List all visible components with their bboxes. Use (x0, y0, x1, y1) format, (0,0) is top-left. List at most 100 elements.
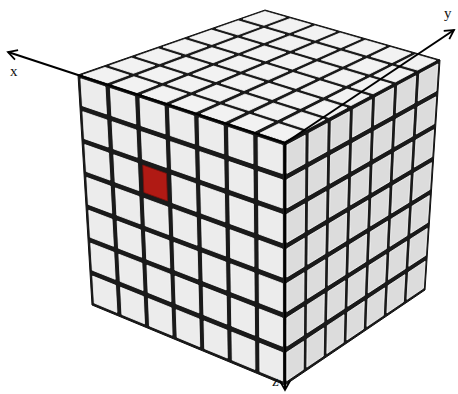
cubelet (329, 213, 347, 251)
cubelet (115, 188, 140, 224)
cubelet (258, 137, 282, 173)
cubelet (392, 175, 411, 213)
cubelet (418, 64, 438, 101)
cubelet (172, 96, 216, 112)
cubelet (229, 162, 253, 198)
cubelet (201, 105, 244, 122)
cubelet (329, 179, 347, 217)
cubelet (117, 221, 141, 257)
cubelet (374, 88, 393, 125)
cubelet (349, 234, 367, 272)
cubelet (351, 167, 369, 205)
cubelet (308, 226, 326, 264)
cubelet (388, 242, 406, 280)
cubelet (204, 321, 227, 358)
cubelet (327, 281, 344, 320)
cubelet (307, 260, 324, 299)
cubelet (140, 98, 165, 134)
cubelet (232, 332, 255, 369)
cubelet (396, 76, 415, 113)
cubelet (330, 145, 348, 183)
cubelet (260, 124, 302, 141)
cubelet (287, 204, 305, 242)
cubelet (141, 132, 166, 168)
cubelet (407, 261, 425, 299)
cubelet (230, 230, 254, 267)
axis-label: y (444, 6, 452, 21)
cubelet (308, 192, 326, 230)
cubelet (414, 130, 433, 167)
cubelet (175, 276, 199, 313)
cubelet (83, 67, 129, 83)
axis-arrowhead (444, 30, 454, 39)
cubelet (113, 77, 158, 93)
cubelet (172, 175, 196, 211)
y-axis (285, 30, 454, 143)
cubelet (259, 240, 283, 277)
z-axis (284, 143, 286, 390)
cubelet (87, 177, 112, 213)
cubelet (371, 188, 389, 226)
cubelet (176, 310, 200, 347)
highlighted-cubelet (143, 165, 168, 201)
x-axis (8, 52, 285, 143)
cubelet (387, 275, 405, 313)
cubelet (409, 228, 427, 266)
cubelet (309, 123, 327, 161)
cubelet (202, 219, 226, 256)
cubelet (83, 112, 108, 147)
cubelet (146, 232, 170, 268)
cubelet (287, 170, 305, 208)
cubelet (148, 299, 172, 336)
cubelet (231, 114, 274, 131)
cubelet (287, 238, 304, 277)
cubelet (203, 287, 227, 324)
cubelet (259, 275, 282, 312)
cubelet (416, 97, 435, 134)
cubelet (144, 198, 168, 234)
cubelet (142, 86, 187, 102)
axis-label: x (10, 64, 18, 79)
cubelet (119, 254, 143, 290)
cubelet (373, 121, 392, 158)
cubelet (353, 100, 372, 137)
cubelet (328, 247, 346, 285)
axis-arrowhead (280, 381, 290, 390)
cubelet (199, 118, 224, 154)
cubelet (350, 201, 368, 239)
cubelet (372, 155, 391, 193)
cubelet (147, 265, 171, 302)
cubelet (397, 55, 436, 71)
cubelet (114, 155, 139, 191)
cubelet (260, 343, 283, 381)
cubelet (85, 145, 110, 181)
cubelet (231, 264, 255, 301)
cubelet (259, 309, 282, 346)
cubelet (369, 221, 387, 259)
cubelet (393, 142, 412, 179)
cubelet (201, 185, 225, 221)
cubelet (174, 242, 198, 279)
cubelet (367, 288, 385, 326)
cubelet (368, 255, 386, 293)
cubelet (171, 142, 196, 178)
cubelet (411, 196, 430, 234)
cubelet (395, 109, 414, 146)
cubelet (287, 307, 304, 346)
cubelet (347, 301, 364, 340)
cubelet (287, 341, 304, 380)
cubelet (390, 208, 408, 246)
cubelet (200, 152, 224, 188)
cubelet (287, 273, 304, 312)
cubelet (93, 276, 117, 312)
cubelet (110, 89, 135, 124)
cubelet (229, 128, 253, 164)
cubelet (230, 196, 254, 233)
cube-faces (78, 10, 440, 385)
cubelet (258, 172, 282, 209)
coordinate-axes (8, 30, 454, 390)
cubelet (231, 298, 254, 335)
cubelet (327, 315, 344, 354)
